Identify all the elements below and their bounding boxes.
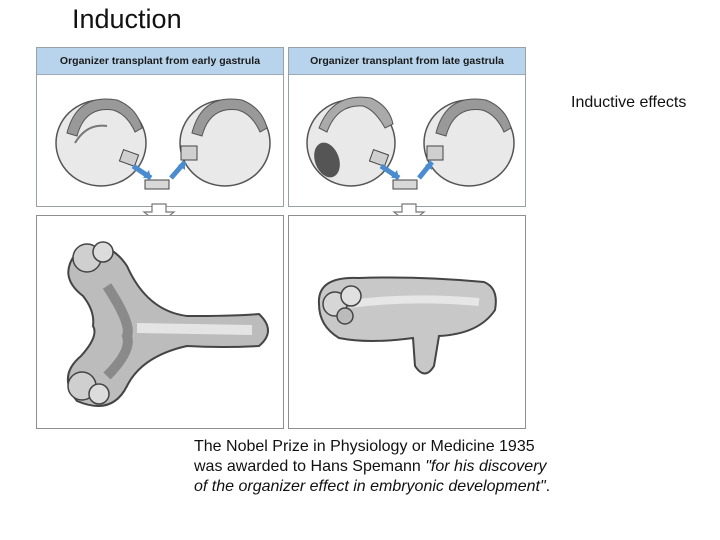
early-transplant-panel: Organizer transplant from early gastrula bbox=[36, 47, 284, 207]
donor-embryo-late bbox=[306, 96, 396, 187]
nobel-caption-end: . bbox=[545, 478, 551, 495]
nobel-caption: The Nobel Prize in Physiology or Medicin… bbox=[194, 437, 554, 497]
nobel-citation: "for his discovery of the organizer effe… bbox=[194, 458, 547, 495]
host-embryo-early bbox=[179, 98, 271, 187]
early-result-panel bbox=[36, 215, 284, 429]
donor-embryo-early bbox=[55, 98, 147, 187]
late-transplant-panel: Organizer transplant from late gastrula bbox=[288, 47, 526, 207]
host-embryo-late bbox=[423, 98, 515, 187]
late-transplant-header: Organizer transplant from late gastrula bbox=[289, 48, 525, 75]
graft-piece bbox=[392, 179, 418, 190]
late-result-panel bbox=[288, 215, 526, 429]
early-transplant-illustration bbox=[55, 98, 271, 190]
late-transplant-illustration bbox=[306, 96, 515, 190]
inductive-effects-label: Inductive effects bbox=[571, 94, 687, 111]
single-embryo-illustration bbox=[317, 276, 497, 375]
graft-piece bbox=[144, 179, 170, 190]
double-embryo-illustration bbox=[67, 241, 269, 407]
early-transplant-header: Organizer transplant from early gastrula bbox=[37, 48, 283, 75]
nobel-caption-text: The Nobel Prize in Physiology or Medicin… bbox=[194, 438, 535, 475]
slide-title: Induction bbox=[72, 4, 182, 34]
